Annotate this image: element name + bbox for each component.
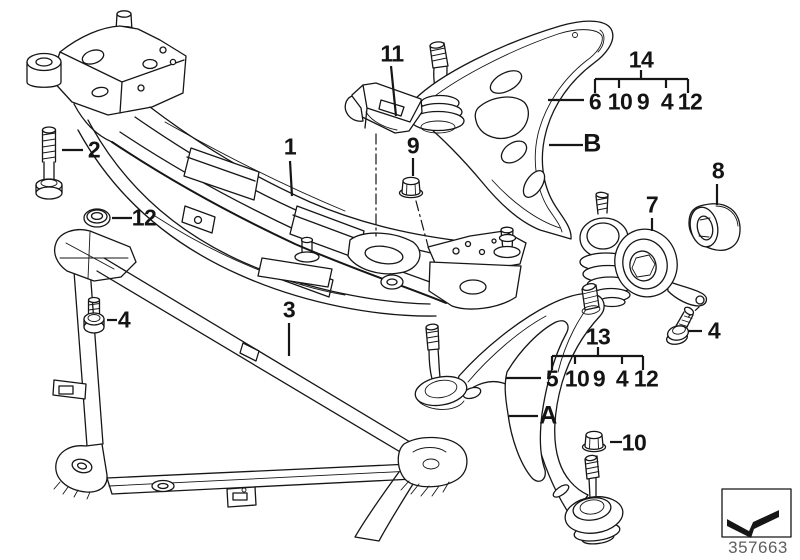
front-axle-support	[26, 10, 527, 317]
direction-arrow-box	[721, 488, 792, 538]
direction-arrow-icon	[727, 496, 779, 531]
rubber-mount-8	[688, 203, 741, 251]
reinforcement-strut	[52, 228, 435, 508]
nut-9	[398, 176, 424, 199]
leader-lines	[62, 65, 719, 444]
subframe-foot	[354, 436, 468, 542]
wishbone-rubber-mount-7	[614, 228, 708, 320]
heat-shield-bracket	[344, 82, 423, 134]
arrow-shadow	[727, 510, 779, 538]
bolt-2	[35, 126, 63, 200]
control-arm-A	[414, 282, 624, 545]
washer-12	[83, 208, 111, 228]
bolt-4-left	[83, 296, 105, 334]
part-number: 357663	[728, 538, 788, 557]
bolt-4-right	[666, 306, 695, 345]
nut-10	[581, 430, 607, 453]
